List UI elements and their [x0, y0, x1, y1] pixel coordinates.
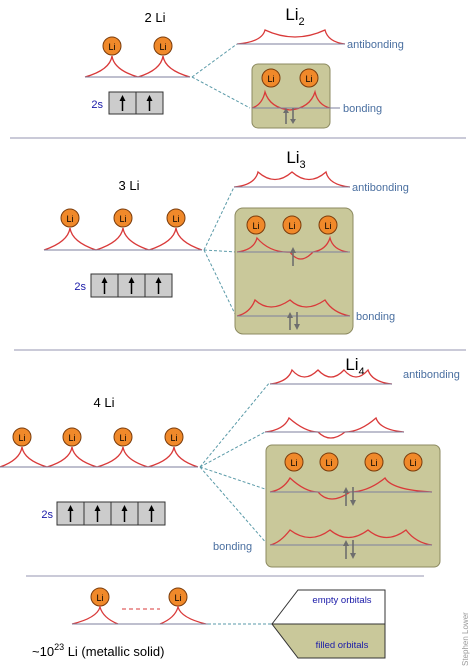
svg-text:Li: Li [267, 74, 274, 84]
svg-text:Li: Li [119, 214, 126, 224]
orbital-box-2s [56, 501, 166, 526]
svg-text:Li: Li [325, 458, 332, 468]
connector-antibonding-2 [199, 431, 266, 468]
svg-text:Li: Li [18, 433, 25, 443]
atom: Li [403, 452, 423, 472]
bonding-orbital-curve [251, 89, 331, 111]
connector-bonding [191, 76, 251, 109]
atom: Li [102, 36, 122, 56]
connector-nonbonding [203, 249, 237, 253]
bonding-orbital-curve [269, 529, 433, 546]
atoms-label: 2 Li [145, 10, 166, 25]
svg-text:Li: Li [370, 458, 377, 468]
atom: Li [164, 427, 184, 447]
metal-label: ~1023 Li (metallic solid) [32, 642, 165, 659]
atom: Li [166, 208, 186, 228]
svg-text:Li: Li [288, 221, 295, 231]
atomic-orbital-curve [0, 446, 199, 468]
atom: Li [60, 208, 80, 228]
connector-antibonding [203, 186, 235, 251]
electron-pair [287, 312, 300, 330]
orbital-box-2s [90, 273, 173, 298]
atomic-orbital-curve [71, 604, 119, 625]
electron-unpaired [290, 247, 296, 266]
mo-box [234, 207, 354, 335]
antibonding-label: antibonding [403, 369, 460, 381]
svg-text:Li: Li [119, 433, 126, 443]
svg-text:Li: Li [159, 42, 166, 52]
svg-text:Li: Li [108, 42, 115, 52]
electron-pair [343, 540, 356, 559]
atomic-orbital-curve [84, 55, 191, 78]
atom: Li [62, 427, 82, 447]
molecule-label: Li2 [285, 5, 304, 28]
antibonding-label: antibonding [347, 39, 404, 51]
empty-orbitals-band: empty orbitals [270, 589, 386, 625]
atom: Li [168, 587, 188, 607]
panel-li3: 3 Li Li3 Li Li Li 2s antibon [43, 148, 409, 335]
panel-li4: 4 Li Li4 Li Li Li Li 2s [0, 355, 460, 568]
bonding-orbital-curve-2 [269, 476, 433, 500]
atoms-label: 4 Li [94, 395, 115, 410]
svg-text:Li: Li [409, 458, 416, 468]
atom: Li [319, 452, 339, 472]
svg-text:Li: Li [172, 214, 179, 224]
svg-text:empty orbitals: empty orbitals [312, 595, 371, 606]
orbital-label-2s: 2s [41, 509, 53, 521]
atom: Li [12, 427, 32, 447]
connector-bonding [203, 249, 237, 317]
atom: Li [261, 68, 281, 88]
bonding-label: bonding [213, 541, 252, 553]
connector-antibonding [199, 381, 271, 468]
bonding-label: bonding [343, 103, 382, 115]
antibonding-orbital-curve [269, 368, 393, 385]
svg-text:Li: Li [66, 214, 73, 224]
orbital-label-2s: 2s [91, 99, 103, 111]
antibonding-orbital-curve [236, 29, 346, 45]
electron-pair [343, 487, 356, 506]
svg-text:Li: Li [68, 433, 75, 443]
atom: Li [282, 215, 302, 235]
connector-bonding [199, 466, 269, 546]
antibonding-orbital-curve [233, 170, 351, 188]
atom: Li [364, 452, 384, 472]
electron-pair [283, 108, 296, 124]
panel-metal: Li Li ~1023 Li (metallic solid) empty or… [32, 587, 470, 666]
orbital-box-2s [108, 91, 164, 115]
svg-text:Li: Li [170, 433, 177, 443]
bonding-orbital-curve [236, 298, 351, 317]
atom: Li [246, 215, 266, 235]
atom: Li [299, 68, 319, 88]
connector-bonding-2 [199, 466, 269, 491]
atom: Li [153, 36, 173, 56]
connector-antibonding [191, 43, 238, 78]
atomic-orbital-curve [159, 604, 207, 625]
atom: Li [113, 427, 133, 447]
antibonding-label: antibonding [352, 182, 409, 194]
svg-text:Li: Li [96, 593, 103, 603]
atom: Li [90, 587, 110, 607]
antibonding-orbital-curve-2 [264, 416, 405, 439]
atom: Li [318, 215, 338, 235]
atom: Li [284, 452, 304, 472]
svg-text:Li: Li [305, 74, 312, 84]
svg-text:Li: Li [290, 458, 297, 468]
molecule-label: Li3 [286, 148, 305, 171]
credit: Stephen Lower [461, 612, 470, 666]
panel-li2: 2 Li Li2 Li Li 2s antibonding [84, 5, 404, 129]
svg-text:Li: Li [174, 593, 181, 603]
atom: Li [113, 208, 133, 228]
svg-text:filled orbitals: filled orbitals [316, 640, 369, 651]
molecule-label: Li4 [345, 355, 364, 378]
atomic-orbital-curve [43, 227, 203, 251]
nonbonding-orbital-curve [236, 235, 349, 260]
svg-text:Li: Li [324, 221, 331, 231]
svg-text:Li: Li [252, 221, 259, 231]
orbital-label-2s: 2s [74, 281, 86, 293]
bonding-label: bonding [356, 311, 395, 323]
filled-orbitals-band: filled orbitals [270, 623, 386, 659]
atoms-label: 3 Li [119, 178, 140, 193]
